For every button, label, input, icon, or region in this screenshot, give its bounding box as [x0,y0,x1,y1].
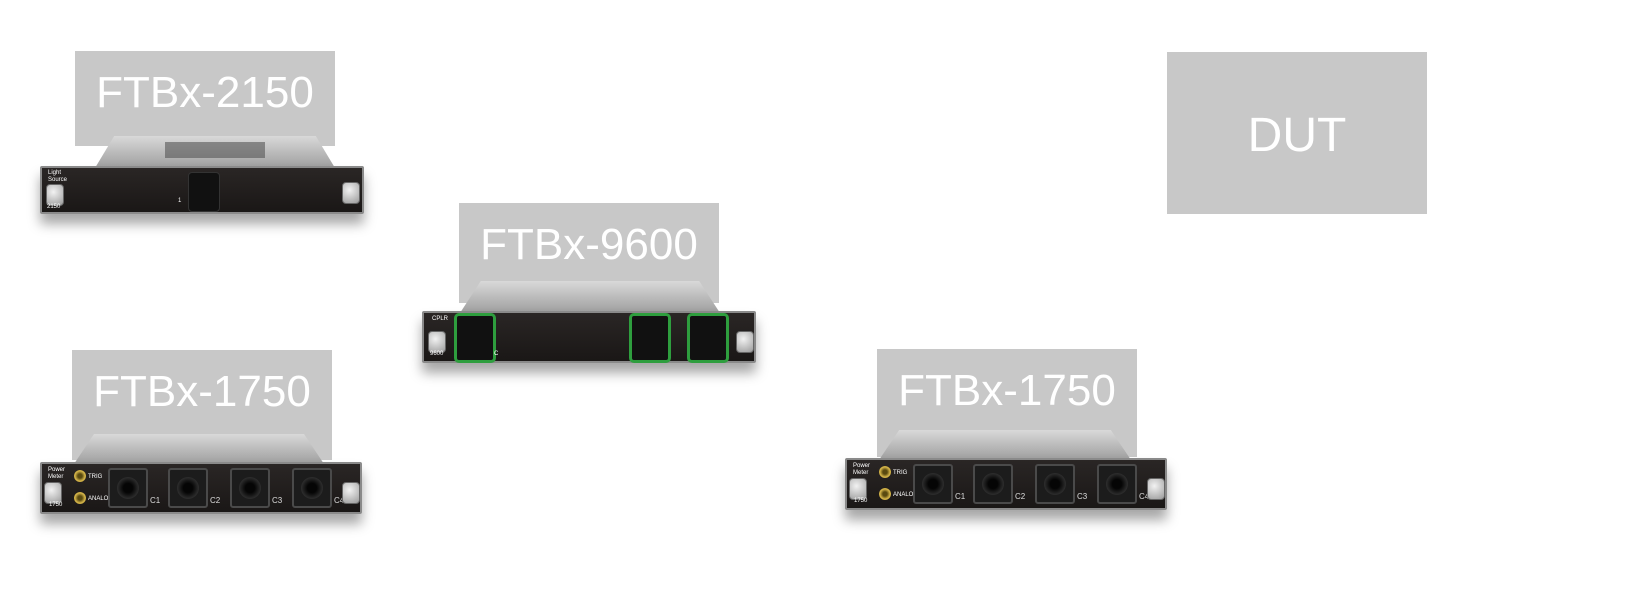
ftbx-1750-right-analog-connector[interactable] [879,488,891,500]
ftbx-1750-left-faceplate: Power Meter 1750 TRIG ANALOG C1 C2 C3 C4 [40,462,362,514]
ftbx-1750-right-faceplate: Power Meter 1750 TRIG ANALOG C1 C2 C3 C4 [845,458,1167,510]
ftbx-1750-left-label: FTBx-1750 [93,367,311,416]
ftbx-1750-left-side-label: Power Meter [48,467,66,480]
ftbx-1750-right-side-label: Power Meter [853,463,871,476]
ftbx-2150-top-face [95,136,335,168]
ftbx-2150-model: 2150 [47,204,61,210]
ftbx-1750-right-label: FTBx-1750 [898,366,1116,415]
ftbx-1750-left-model: 1750 [49,502,63,508]
ftbx-9600-right-knob[interactable] [736,331,754,353]
ftbx-9600-port-mark: C [494,351,499,357]
ftbx-1750-left-port-c2-label: C2 [210,496,221,505]
dut-label: DUT [1247,109,1347,162]
ftbx-1750-left-left-knob[interactable] [44,482,62,504]
ftbx-1750-right-port-c2[interactable] [973,464,1013,504]
ftbx-1750-left-trig-label: TRIG [88,474,103,480]
ftbx-2150-right-knob[interactable] [342,182,360,204]
ftbx-1750-left-port-c1[interactable] [108,468,148,508]
ftbx-9600-port-3[interactable] [687,313,729,363]
ftbx-2150-label: FTBx-2150 [96,68,314,117]
ftbx-9600-left-knob[interactable] [428,331,446,353]
ftbx-1750-left-analog-connector[interactable] [74,492,86,504]
ftbx-9600-port-1[interactable] [454,313,496,363]
ftbx-1750-left-port-c1-label: C1 [150,496,161,505]
ftbx-1750-right-port-c4[interactable] [1097,464,1137,504]
ftbx-1750-right-top-face [879,430,1131,460]
ftbx-9600-faceplate: CPLR 9600 C [422,311,756,363]
ftbx-9600-module: CPLR 9600 C [422,281,758,367]
ftbx-1750-left-right-knob[interactable] [342,482,360,504]
ftbx-1750-right-port-c2-label: C2 [1015,492,1026,501]
ftbx-9600-top-face [460,281,720,313]
ftbx-1750-right-model: 1750 [854,498,868,504]
ftbx-2150-side-label: Light Source [48,170,68,183]
ftbx-1750-left-module: Power Meter 1750 TRIG ANALOG C1 C2 C3 C4 [40,434,366,516]
ftbx-1750-right-analog-label: ANALOG [893,492,919,498]
ftbx-2150-port[interactable] [188,172,220,212]
ftbx-1750-right-port-c3[interactable] [1035,464,1075,504]
ftbx-9600-port-2[interactable] [629,313,671,363]
ftbx-2150-left-knob[interactable] [46,184,64,206]
ftbx-1750-left-port-c2[interactable] [168,468,208,508]
ftbx-1750-right-trig-connector[interactable] [879,466,891,478]
ftbx-1750-right-left-knob[interactable] [849,478,867,500]
ftbx-1750-left-trig-connector[interactable] [74,470,86,482]
ftbx-2150-faceplate: Light Source 2150 1 [40,166,364,214]
ftbx-1750-left-analog-label: ANALOG [88,496,114,502]
ftbx-1750-left-port-c3[interactable] [230,468,270,508]
dut-box: DUT [1167,52,1427,214]
ftbx-9600-label: FTBx-9600 [480,220,698,269]
ftbx-1750-right-port-c4-label: C4 [1139,492,1150,501]
ftbx-2150-top-sticker [165,142,265,158]
ftbx-1750-left-port-c4[interactable] [292,468,332,508]
ftbx-1750-left-port-c3-label: C3 [272,496,283,505]
ftbx-1750-right-port-c1[interactable] [913,464,953,504]
ftbx-1750-left-top-face [74,434,324,464]
ftbx-1750-right-module: Power Meter 1750 TRIG ANALOG C1 C2 C3 C4 [845,430,1175,514]
ftbx-1750-right-trig-label: TRIG [893,470,908,476]
ftbx-1750-left-port-c4-label: C4 [334,496,345,505]
ftbx-9600-side-label: CPLR [432,316,449,322]
ftbx-1750-right-port-c3-label: C3 [1077,492,1088,501]
ftbx-1750-right-right-knob[interactable] [1147,478,1165,500]
ftbx-2150-module: Light Source 2150 1 [40,136,366,216]
ftbx-1750-right-port-c1-label: C1 [955,492,966,501]
ftbx-2150-label-box: FTBx-2150 [75,51,335,146]
ftbx-2150-port-number: 1 [178,198,182,204]
ftbx-9600-model: 9600 [430,351,444,357]
